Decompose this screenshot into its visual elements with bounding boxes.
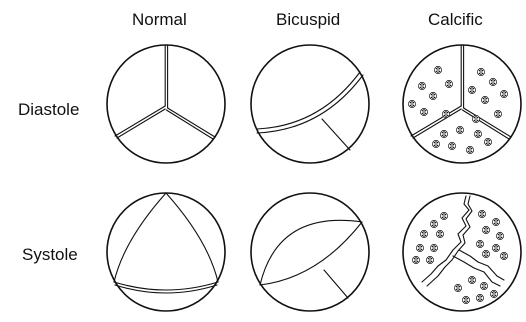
calcific-nodule (416, 244, 423, 251)
calcific-nodule (420, 230, 427, 237)
calcific-nodule (445, 80, 452, 87)
calcific-nodule (500, 90, 507, 97)
calcific-nodule (408, 100, 415, 107)
calcific-nodule (480, 282, 487, 289)
calcific-nodule (462, 296, 469, 303)
calcific-nodule (468, 276, 475, 283)
calcific-nodule (430, 220, 437, 227)
calcific-nodule (492, 244, 499, 251)
calcific-nodule (482, 226, 489, 233)
calcific-nodule (440, 212, 447, 219)
calcific-nodule (440, 130, 447, 137)
calcific-nodule (426, 256, 433, 263)
calcific-nodule (500, 252, 507, 259)
calcific-nodule (432, 140, 439, 147)
calcific-nodule (412, 256, 419, 263)
valve-normal-systole (104, 190, 228, 314)
calcific-nodule (468, 86, 475, 93)
calcific-nodule (436, 230, 443, 237)
calcific-nodule (474, 130, 481, 137)
calcific-nodule (478, 210, 485, 217)
calcific-nodule (420, 108, 427, 115)
calcific-nodule (466, 146, 473, 153)
valve-bicuspid-diastole (248, 42, 372, 166)
valve-normal-diastole (104, 42, 228, 166)
calcific-nodule (442, 110, 449, 117)
calcific-nodule (489, 78, 496, 85)
valve-calcific-diastole (400, 42, 524, 166)
calcific-nodule (476, 294, 483, 301)
valve-calcific-systole (400, 190, 524, 314)
row-label-diastole: Diastole (18, 100, 79, 120)
row-label-systole: Systole (22, 245, 78, 265)
calcific-nodule (496, 232, 503, 239)
calcific-nodule (430, 244, 437, 251)
calcific-nodule (494, 110, 501, 117)
calcific-nodule (456, 126, 463, 133)
calcific-nodule (492, 218, 499, 225)
column-label-normal: Normal (132, 10, 187, 30)
calcific-nodule (448, 142, 455, 149)
calcific-nodule (484, 138, 491, 145)
column-label-bicuspid: Bicuspid (276, 10, 340, 30)
column-label-calcific: Calcific (428, 10, 483, 30)
valve-bicuspid-systole (248, 190, 372, 314)
calcific-nodule (429, 92, 436, 99)
calcific-nodule (454, 284, 461, 291)
calcific-nodule (472, 115, 479, 122)
calcific-nodule (481, 96, 488, 103)
calcific-nodule (418, 82, 425, 89)
calcific-nodule (476, 240, 483, 247)
calcific-nodule (482, 250, 489, 257)
calcific-nodule (434, 66, 441, 73)
calcific-nodule (490, 290, 497, 297)
calcific-nodule (477, 68, 484, 75)
